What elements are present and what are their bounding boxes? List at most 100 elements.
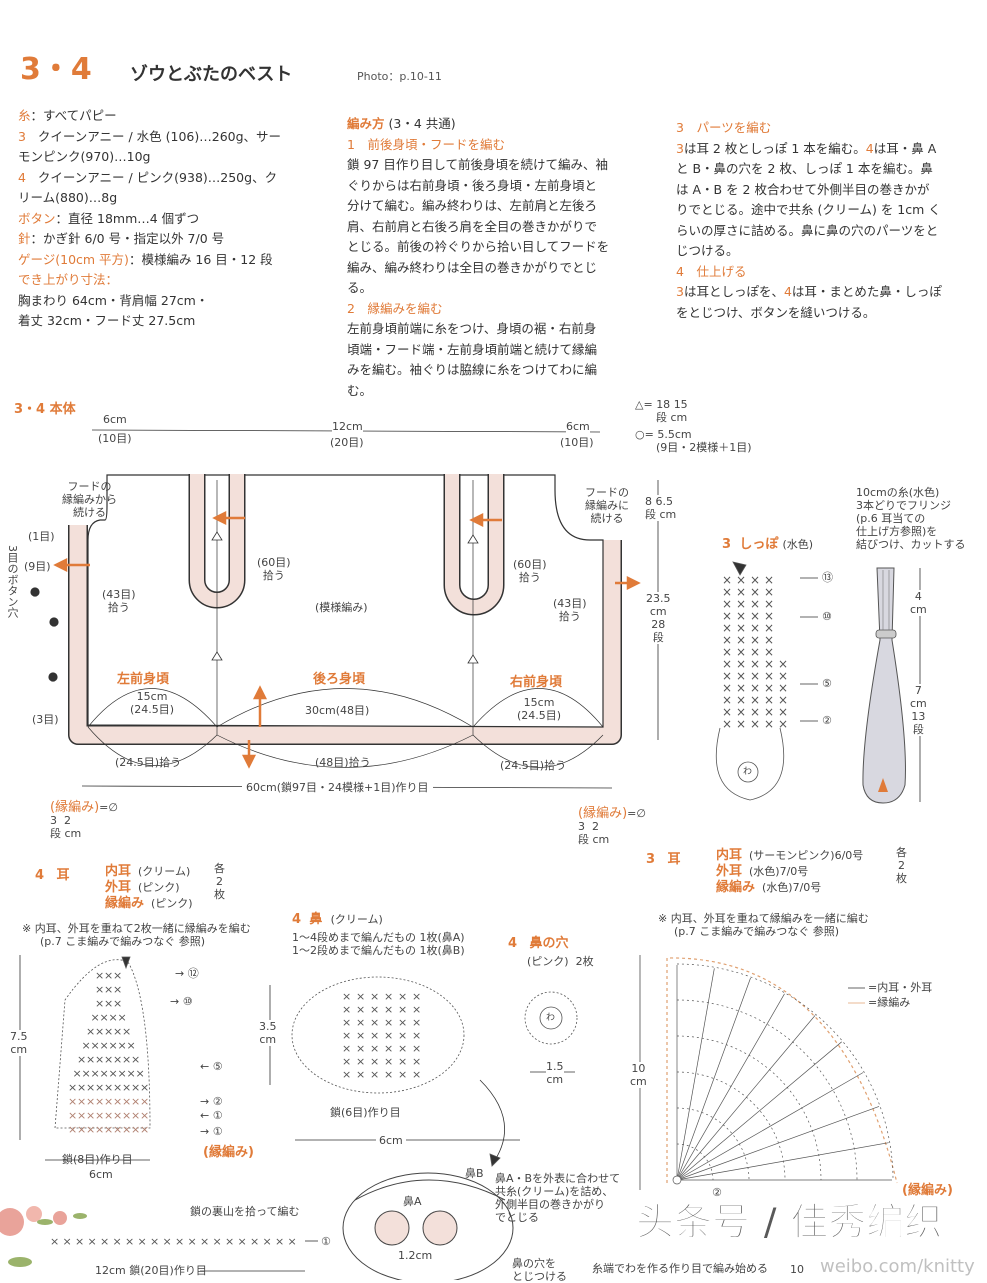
- stitch-mark: ×: [342, 1003, 351, 1016]
- step-2-line: む。: [347, 382, 373, 398]
- label: 3.5: [259, 1020, 277, 1033]
- step-1-line: る。: [347, 280, 373, 295]
- stitch-mark: ×: [109, 1067, 118, 1080]
- magic-ring: [737, 761, 759, 783]
- stitch-mark: ×: [95, 1109, 104, 1122]
- stitch-mark: ×: [722, 597, 732, 611]
- circle-legend: ○= 5.5cm (9目・2模様＋1目): [635, 428, 752, 454]
- stitch-mark: ×: [384, 1068, 393, 1081]
- stitch-mark: ×: [722, 657, 732, 671]
- stitch-mark: ×: [68, 1095, 77, 1108]
- stitch-mark: ×: [398, 990, 407, 1003]
- stitch-mark: ×: [412, 1029, 421, 1042]
- label: ①: [212, 1109, 223, 1122]
- stitch-mark: ×: [95, 997, 104, 1010]
- label: 段: [645, 508, 656, 521]
- stitch-mark: ×: [118, 1039, 127, 1052]
- label: (サーモンピンク)6/0号: [749, 849, 864, 862]
- edge-label: (縁編み): [902, 1183, 953, 1198]
- stitch-mark: ×: [113, 1053, 122, 1066]
- label: 15cm: [136, 690, 168, 703]
- step-4-text: は耳としっぽを、: [683, 284, 784, 299]
- stitch-mark: ×: [91, 1067, 100, 1080]
- label: (43目): [553, 597, 587, 610]
- stitch-mark: ×: [250, 1235, 259, 1248]
- stitch-mark: ×: [86, 1081, 95, 1094]
- stitch-mark: ×: [722, 633, 732, 647]
- row-5: ← ⑤: [200, 1060, 223, 1073]
- ring-label: わ: [546, 1013, 556, 1023]
- label: 続ける: [73, 506, 106, 519]
- stitch-mark: ×: [384, 1042, 393, 1055]
- hood-left-note: フードの縁編みから続ける: [62, 480, 117, 519]
- stitch-mark: ×: [104, 983, 113, 996]
- label: 28: [651, 618, 666, 631]
- chain-label: 60cm(鎖97目・24模様+1目)作り目: [242, 781, 433, 794]
- stitch-mark: ×: [136, 1067, 145, 1080]
- label: とじつける: [512, 1270, 567, 1283]
- stitch-mark: ×: [750, 573, 760, 587]
- stitch-mark: ×: [342, 1055, 351, 1068]
- label: 8: [645, 495, 652, 508]
- label: (9目・2模様＋1目): [655, 441, 752, 454]
- stitch-mark: ×: [764, 645, 774, 659]
- label: でとじる: [495, 1211, 539, 1224]
- stitch-mark: ×: [778, 681, 788, 695]
- row-1: ①: [321, 1235, 331, 1248]
- label: 3: [578, 820, 585, 833]
- right-front-label: 右前身頃: [510, 675, 563, 690]
- step-3-text: は耳・鼻 A: [873, 140, 937, 156]
- stitch-mark: ×: [113, 997, 122, 1010]
- stitch-mark: ×: [412, 1068, 421, 1081]
- stitch-mark: ×: [73, 1067, 82, 1080]
- start-marker-icon: [121, 956, 131, 970]
- label: 4: [914, 590, 922, 603]
- page-title: ゾウとぶたのベスト: [130, 64, 293, 85]
- step-4-text: は耳・まとめた鼻・しっぽ: [791, 284, 942, 299]
- label: (60目): [257, 556, 291, 569]
- stitch-mark: ×: [104, 1095, 113, 1108]
- stitch-mark: ×: [131, 1109, 140, 1122]
- label: 15: [673, 398, 688, 411]
- label: =∅: [99, 801, 118, 814]
- fringe-note: 10cmの糸(水色)3本どりでフリンジ(p.6 耳当ての仕上げ方参照)を結びつけ…: [856, 486, 965, 551]
- row-1: ← ①: [200, 1109, 223, 1122]
- stitch-mark: ×: [384, 990, 393, 1003]
- step-2-title: 2 縁編みを編む: [347, 300, 443, 316]
- stitch-mark: ×: [342, 1042, 351, 1055]
- width-label: 6cm: [376, 1134, 406, 1147]
- fan-row: [676, 1107, 750, 1181]
- label: 4: [35, 868, 45, 883]
- label: cm: [659, 508, 677, 521]
- stitch-mark: ×: [150, 1235, 159, 1248]
- stitch-mark: ×: [50, 1235, 59, 1248]
- stitch-mark: ×: [131, 1053, 140, 1066]
- label: 枚: [896, 872, 907, 885]
- label: (水色)7/0号: [762, 881, 822, 894]
- stitch-mark: ×: [95, 1053, 104, 1066]
- width-label: 6cm: [86, 1168, 116, 1181]
- label: cm: [649, 605, 667, 618]
- stitch-mark: ×: [722, 645, 732, 659]
- stitch-mark: ×: [100, 1039, 109, 1052]
- stitch-mark: ×: [140, 1109, 149, 1122]
- stitch-mark: ×: [384, 1029, 393, 1042]
- label: 耳: [667, 852, 681, 867]
- label: (43目)拾う: [102, 588, 136, 614]
- stitch-mark: ×: [412, 1003, 421, 1016]
- stitch-mark: ×: [225, 1235, 234, 1248]
- size-line-1: 胸まわり 64cm・背肩幅 27cm・: [18, 292, 209, 308]
- stitch-mark: ×: [370, 1016, 379, 1029]
- stitch-mark: ×: [68, 1081, 77, 1094]
- label: 外耳: [105, 880, 132, 895]
- label: (クリーム): [138, 865, 191, 878]
- stitch-mark: ×: [412, 990, 421, 1003]
- body-diagram: [30, 429, 659, 789]
- stitch-mark: ×: [370, 1029, 379, 1042]
- pattern-label: (模様編み): [315, 601, 368, 614]
- ear3-yarns: 内耳 (サーモンピンク)6/0号 外耳 (水色)7/0号 縁編み (水色)7/0…: [716, 848, 863, 896]
